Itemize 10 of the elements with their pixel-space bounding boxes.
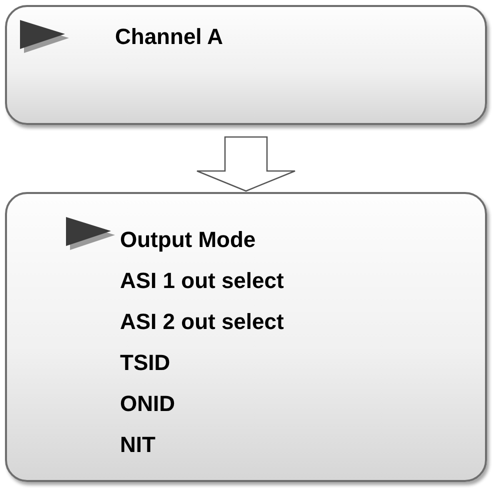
menu-item: NIT (120, 432, 156, 458)
menu-item: ASI 1 out select (120, 268, 284, 294)
menu-item: Output Mode (120, 227, 256, 253)
menu-item: TSID (120, 350, 170, 376)
menu-item: ONID (120, 391, 175, 417)
menu-panel (5, 192, 487, 482)
menu-item: ASI 2 out select (120, 309, 284, 335)
block-arrow (196, 136, 296, 192)
menu-item: Channel A (115, 24, 223, 50)
menu-panel (5, 5, 487, 125)
